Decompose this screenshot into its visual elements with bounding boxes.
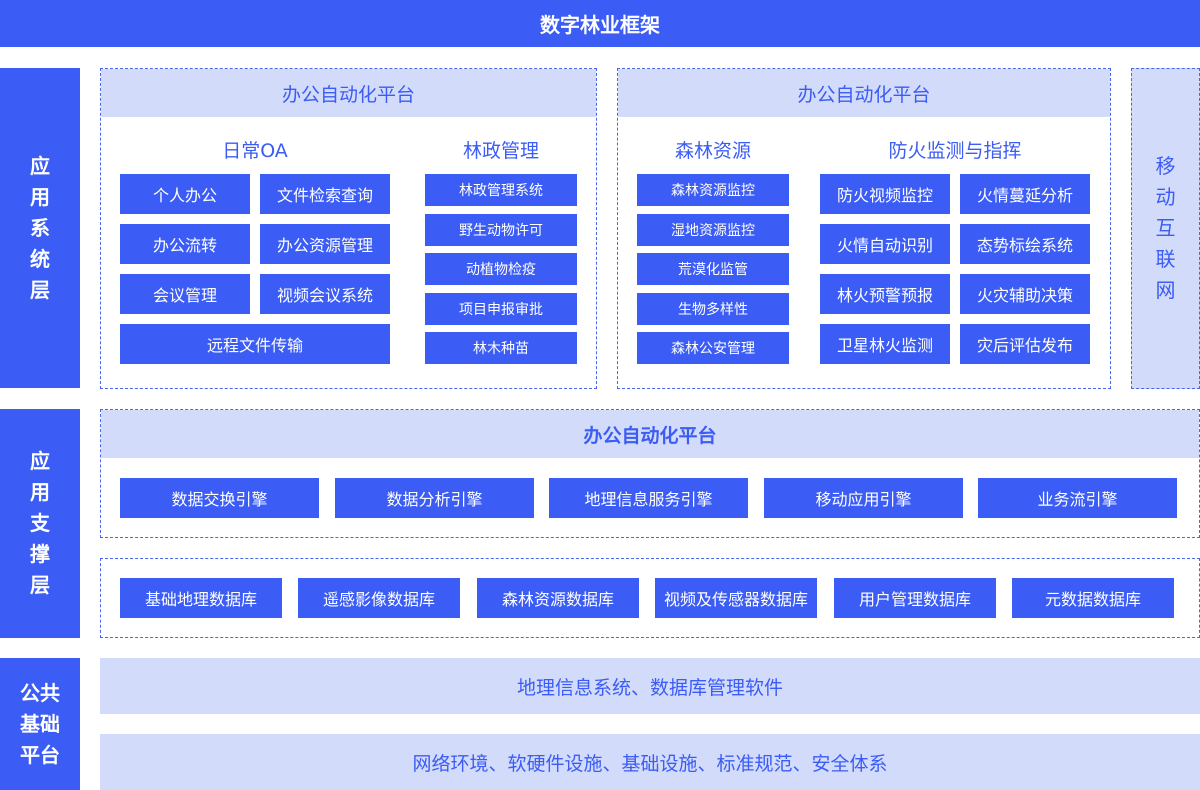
module-button[interactable]: 防火视频监控 [820,174,950,214]
module-button[interactable]: 办公流转 [120,224,250,264]
database-button[interactable]: 森林资源数据库 [477,578,639,618]
layer-label-char: 用 [30,480,50,504]
module-button[interactable]: 湿地资源监控 [637,214,789,246]
panel-header: 办公自动化平台 [618,69,1110,117]
layer-label-char: 应 [30,449,50,473]
mobile-internet-char: 网 [1155,278,1176,302]
mobile-internet-char: 联 [1155,247,1176,271]
mobile-internet-panel: 移 动 互 联 网 [1131,68,1200,389]
module-button[interactable]: 文件检索查询 [260,174,390,214]
panel-header: 办公自动化平台 [101,69,596,117]
forest-resources-title: 森林资源 [674,139,751,162]
layer-label-line: 基础 [20,711,60,736]
module-button[interactable]: 远程文件传输 [120,324,390,364]
database-button[interactable]: 用户管理数据库 [834,578,996,618]
mobile-internet-char: 移 [1155,154,1176,178]
layer-label-char: 系 [30,215,50,240]
layer-label-char: 统 [30,246,50,271]
module-button[interactable]: 动植物检疫 [425,253,577,285]
layer-label-app-system: 应 用 系 统 层 [0,68,80,388]
layer-label-char: 用 [30,184,50,209]
infrastructure-band: 网络环境、软硬件设施、基础设施、标准规范、安全体系 [100,734,1200,790]
forestry-admin-title: 林政管理 [462,139,539,162]
module-button[interactable]: 林火预警预报 [820,274,950,314]
layer-label-app-support: 应 用 支 撑 层 [0,409,80,638]
engine-button[interactable]: 移动应用引擎 [764,478,963,518]
engine-button[interactable]: 数据分析引擎 [335,478,534,518]
module-button[interactable]: 火情蔓延分析 [960,174,1090,214]
engine-button[interactable]: 业务流引擎 [978,478,1177,518]
layer-label-public-base: 公共 基础 平台 [0,658,80,790]
engine-button[interactable]: 地理信息服务引擎 [549,478,748,518]
module-button[interactable]: 视频会议系统 [260,274,390,314]
module-button[interactable]: 项目申报审批 [425,293,577,325]
mobile-internet-char: 动 [1155,185,1176,209]
module-button[interactable]: 火情自动识别 [820,224,950,264]
module-button[interactable]: 个人办公 [120,174,250,214]
module-button[interactable]: 荒漠化监管 [637,253,789,285]
database-button[interactable]: 元数据数据库 [1012,578,1174,618]
module-button[interactable]: 火灾辅助决策 [960,274,1090,314]
layer-label-char: 层 [30,573,50,597]
module-button[interactable]: 生物多样性 [637,293,789,325]
layer-label-char: 层 [30,277,50,302]
layer-label-line: 平台 [20,742,60,767]
layer-label-char: 支 [30,511,50,535]
layer-label-line: 公共 [20,680,60,705]
module-button[interactable]: 野生动物许可 [425,214,577,246]
daily-oa-title: 日常OA [222,139,288,162]
database-button[interactable]: 视频及传感器数据库 [655,578,817,618]
panel-header: 办公自动化平台 [101,410,1199,458]
module-button[interactable]: 林政管理系统 [425,174,577,206]
fire-monitoring-title: 防火监测与指挥 [888,139,1022,162]
module-button[interactable]: 办公资源管理 [260,224,390,264]
layer-label-char: 撑 [30,542,50,566]
mobile-internet-char: 互 [1155,216,1176,240]
software-band: 地理信息系统、数据库管理软件 [100,658,1200,714]
module-button[interactable]: 林木种苗 [425,332,577,364]
layer-label-char: 应 [30,153,50,178]
module-button[interactable]: 态势标绘系统 [960,224,1090,264]
database-button[interactable]: 遥感影像数据库 [298,578,460,618]
module-button[interactable]: 森林资源监控 [637,174,789,206]
module-button[interactable]: 卫星林火监测 [820,324,950,364]
module-button[interactable]: 森林公安管理 [637,332,789,364]
module-button[interactable]: 会议管理 [120,274,250,314]
page-title: 数字林业框架 [0,0,1200,47]
module-button[interactable]: 灾后评估发布 [960,324,1090,364]
engine-button[interactable]: 数据交换引擎 [120,478,319,518]
database-button[interactable]: 基础地理数据库 [120,578,282,618]
